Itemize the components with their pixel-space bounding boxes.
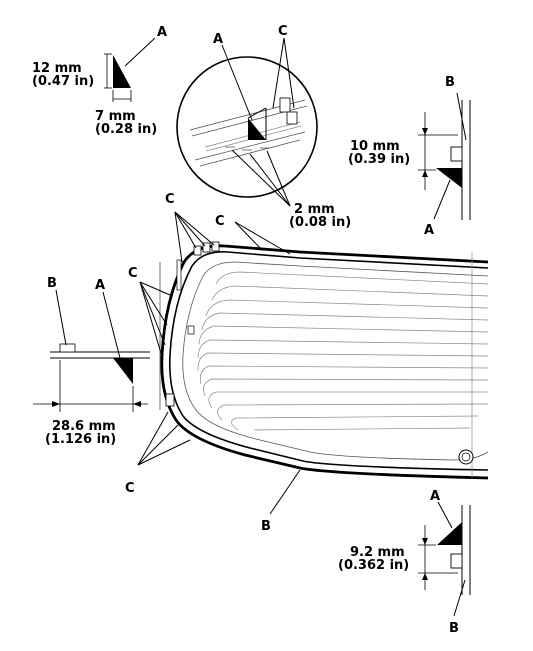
label-c: C — [165, 192, 175, 207]
label-c: C — [125, 481, 135, 496]
adhesive-bead-A — [436, 168, 462, 188]
label-a: A — [157, 25, 167, 40]
top-right-offset-detail: B A 10 mm (0.39 in) — [348, 75, 471, 238]
dim-10mm-inch: (0.39 in) — [348, 152, 410, 167]
label-a: A — [95, 278, 105, 293]
dim-9-2mm-inch: (0.362 in) — [338, 558, 409, 573]
adhesive-bead-A — [437, 522, 462, 545]
label-b: B — [445, 75, 455, 90]
label-b: B — [449, 621, 459, 636]
dim-28-6mm: 28.6 mm — [52, 419, 116, 434]
dim-12mm: 12 mm — [32, 61, 82, 76]
dim-28-6mm-inch: (1.126 in) — [45, 432, 116, 447]
label-b: B — [261, 519, 271, 534]
dim-9-2mm: 9.2 mm — [350, 545, 405, 560]
label-c: C — [278, 24, 288, 39]
rear-glass-assembly: C C C C B — [125, 192, 489, 534]
magnified-detail-circle: A C 2 mm (0.08 in) — [176, 24, 351, 230]
dim-7mm: 7 mm — [95, 109, 136, 124]
bead-profile-detail: A 12 mm (0.47 in) 7 mm (0.28 in) — [32, 25, 167, 137]
adhesive-bead-A — [113, 55, 131, 88]
left-offset-detail: B A 28.6 mm (1.126 in) — [33, 276, 150, 447]
bottom-right-offset-detail: A B 9.2 mm (0.362 in) — [338, 489, 471, 636]
label-a: A — [424, 223, 434, 238]
label-a: A — [213, 32, 223, 47]
label-c: C — [128, 266, 138, 281]
dim-7mm-inch: (0.28 in) — [95, 122, 157, 137]
label-a: A — [430, 489, 440, 504]
label-c: C — [215, 214, 225, 229]
dim-2mm: 2 mm — [294, 202, 335, 217]
dim-2mm-inch: (0.08 in) — [289, 215, 351, 230]
dim-12mm-inch: (0.47 in) — [32, 74, 94, 89]
dim-10mm: 10 mm — [350, 139, 400, 154]
label-b: B — [47, 276, 57, 291]
adhesive-bead-A — [113, 358, 133, 384]
